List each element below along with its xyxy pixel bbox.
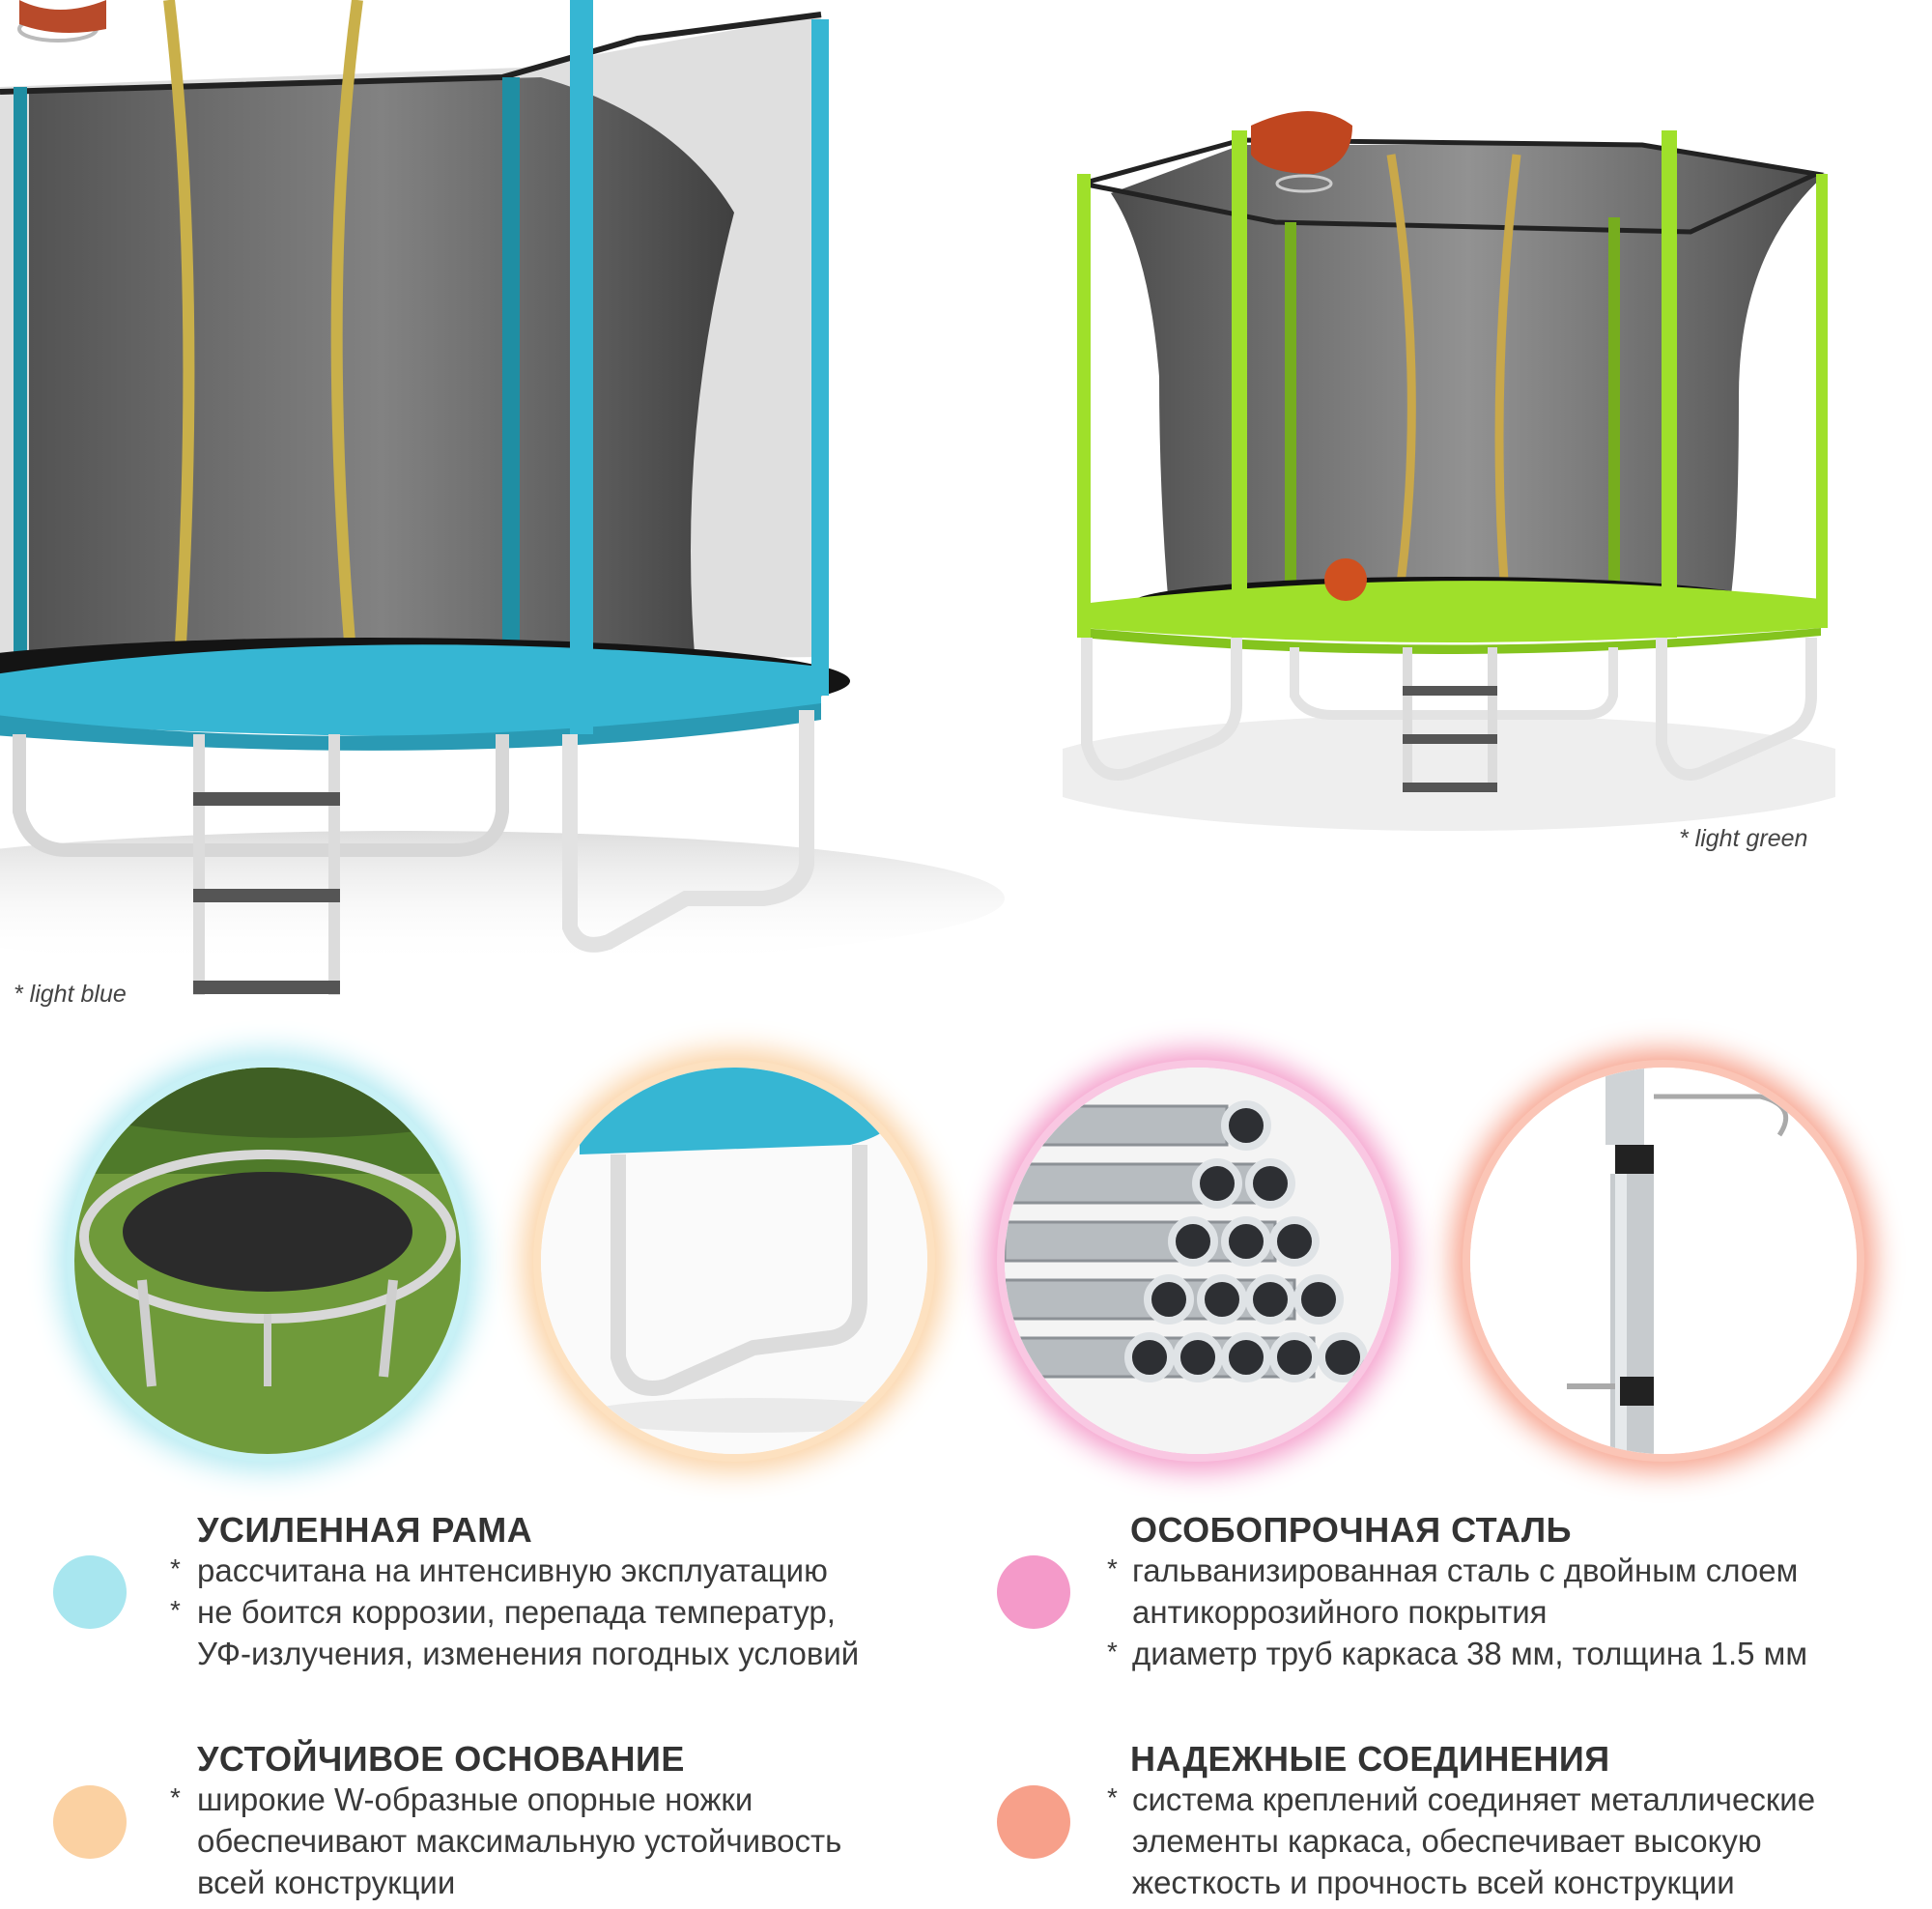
feature-line: антикоррозийного покрытия — [1132, 1594, 1548, 1630]
bullet-star: * — [1107, 1637, 1118, 1667]
bullet-star: * — [1107, 1782, 1118, 1812]
bullet-star: * — [170, 1553, 181, 1583]
green-trampoline-image — [1063, 106, 1835, 841]
feature-line: элементы каркаса, обеспечивает высокую — [1132, 1823, 1762, 1859]
feature-image-steel-pipes — [1005, 1068, 1391, 1454]
feature-line: обеспечивают максимальную устойчивость — [197, 1823, 842, 1859]
feature-image-frame — [74, 1068, 461, 1454]
feature-line: не боится коррозии, перепада температур, — [197, 1594, 836, 1630]
feature-title: ОСОБОПРОЧНАЯ СТАЛЬ — [1130, 1510, 1572, 1550]
feature-image-pole-joint — [1470, 1068, 1857, 1454]
feature-title: НАДЕЖНЫЕ СОЕДИНЕНИЯ — [1130, 1739, 1610, 1779]
feature-title: УСИЛЕННАЯ РАМА — [197, 1510, 533, 1550]
feature-line: рассчитана на интенсивную эксплуатацию — [197, 1553, 828, 1588]
caption-light-green: * light green — [1679, 825, 1808, 852]
bullet-star: * — [170, 1595, 181, 1625]
feature-bullet-dot — [997, 1785, 1070, 1859]
feature-line: диаметр труб каркаса 38 мм, толщина 1.5 … — [1132, 1636, 1808, 1671]
feature-line: жесткость и прочность всей конструкции — [1132, 1865, 1735, 1900]
bullet-star: * — [1107, 1553, 1118, 1583]
feature-line: гальванизированная сталь с двойным слоем — [1132, 1553, 1799, 1588]
feature-line: система креплений соединяет металлически… — [1132, 1781, 1816, 1817]
caption-light-blue: * light blue — [14, 981, 127, 1008]
blue-trampoline-image — [0, 0, 1005, 1014]
feature-bullet-dot — [997, 1555, 1070, 1629]
feature-bullet-dot — [53, 1785, 127, 1859]
feature-line: УФ-излучения, изменения погодных условий — [197, 1636, 860, 1671]
feature-line: широкие W-образные опорные ножки — [197, 1781, 753, 1817]
feature-image-legs — [541, 1068, 927, 1454]
bullet-star: * — [170, 1782, 181, 1812]
feature-title: УСТОЙЧИВОЕ ОСНОВАНИЕ — [197, 1739, 685, 1779]
feature-bullet-dot — [53, 1555, 127, 1629]
feature-line: всей конструкции — [197, 1865, 456, 1900]
